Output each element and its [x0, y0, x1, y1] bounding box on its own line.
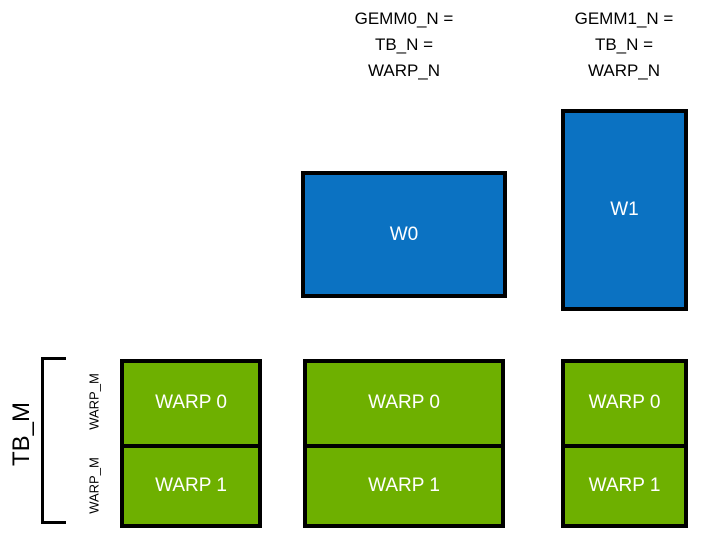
warp-m-axis-label-1: WARP_M: [86, 457, 102, 514]
tb-m-bracket: [41, 357, 66, 524]
green-cell-label: WARP 0: [588, 392, 661, 414]
blue-block-w0-label: W0: [389, 223, 419, 245]
green-column-1: WARP 0 WARP 1: [303, 359, 505, 528]
column-header-gemm1: GEMM1_N = TB_N = WARP_N: [574, 9, 674, 80]
green-cell-warp0: WARP 0: [124, 363, 258, 444]
green-column-0: WARP 0 WARP 1: [120, 359, 262, 528]
tb-m-axis-label: TB_M: [8, 402, 35, 467]
blue-block-w1-label: W1: [610, 199, 639, 220]
blue-block-w0: W0: [301, 171, 507, 298]
green-cell-warp1: WARP 1: [124, 443, 258, 525]
green-cell-warp0: WARP 0: [307, 363, 501, 444]
column-header-gemm0: GEMM0_N = TB_N = WARP_N: [354, 9, 454, 80]
blue-block-w1: W1: [561, 109, 688, 311]
green-column-2: WARP 0 WARP 1: [561, 359, 688, 528]
green-cell-warp1: WARP 1: [307, 443, 501, 525]
green-cell-warp0: WARP 0: [565, 363, 684, 444]
green-cell-label: WARP 1: [155, 474, 227, 496]
green-cell-warp1: WARP 1: [565, 443, 684, 525]
green-cell-label: WARP 0: [368, 392, 440, 414]
green-cell-label: WARP 1: [588, 474, 661, 496]
green-cell-label: WARP 0: [155, 392, 227, 414]
green-cell-label: WARP 1: [368, 474, 440, 496]
